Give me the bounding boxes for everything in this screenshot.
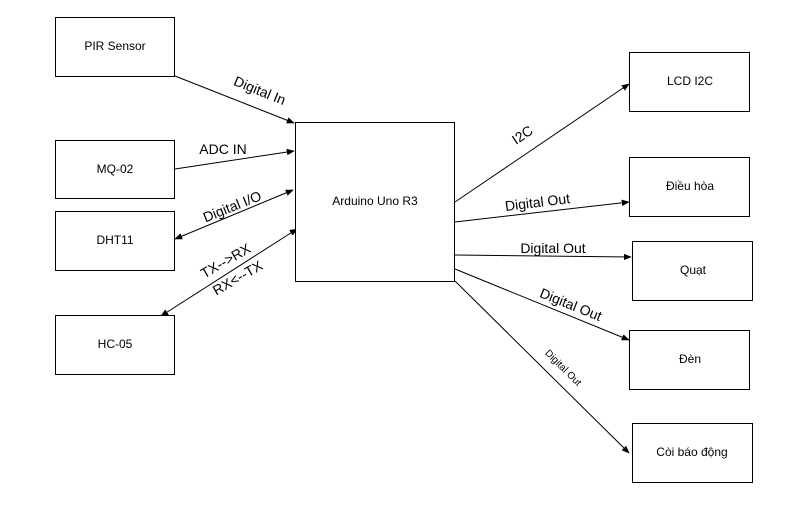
node-lcd-label: LCD I2C (667, 74, 713, 88)
node-dht11-label: DHT11 (96, 233, 133, 247)
node-hc05-box (55, 315, 175, 375)
node-quat-label: Quạt (680, 263, 707, 277)
edge-pir-arduino (174, 75, 295, 124)
edge-label-digital-in: Digital In (232, 73, 288, 108)
edge-arduino-dieuhoa (454, 199, 630, 223)
edge-label-digital-out-den: Digital Out (538, 285, 605, 324)
node-quat-box (632, 241, 753, 301)
node-arduino-box (295, 122, 455, 282)
node-coi-box (632, 423, 753, 483)
edge-hc05-arduino (160, 228, 298, 317)
node-pir-box (55, 17, 175, 77)
edge-label-i2c: I2C (509, 122, 536, 147)
edge-mq02-arduino (174, 148, 295, 170)
node-hc05-label: HC-05 (98, 337, 133, 351)
node-den-label: Đèn (679, 352, 701, 366)
node-lcd-box (629, 52, 750, 112)
node-pir-label: PIR Sensor (84, 39, 145, 53)
edge-label-digital-out-dieuhoa: Digital Out (504, 190, 571, 214)
node-mq02-box (55, 140, 175, 199)
node-dht11-box (55, 211, 175, 271)
node-mq02-label: MQ-02 (97, 162, 134, 176)
edge-label-digital-out-coi: Digital Out (542, 348, 583, 389)
edge-label-digital-out-quat: Digital Out (520, 240, 585, 256)
edge-label-adc-in: ADC IN (199, 141, 246, 157)
node-dieuhoa-box (629, 157, 750, 217)
edge-arduino-coi (454, 280, 630, 454)
edge-arduino-lcd (454, 83, 630, 203)
node-arduino-label: Arduino Uno R3 (332, 194, 418, 208)
node-coi-label: Còi báo động (656, 445, 727, 459)
edge-arduino-den (454, 268, 630, 341)
node-dieuhoa-label: Điều hòa (666, 179, 714, 193)
edge-arduino-quat (454, 253, 632, 261)
node-den-box (629, 330, 750, 390)
